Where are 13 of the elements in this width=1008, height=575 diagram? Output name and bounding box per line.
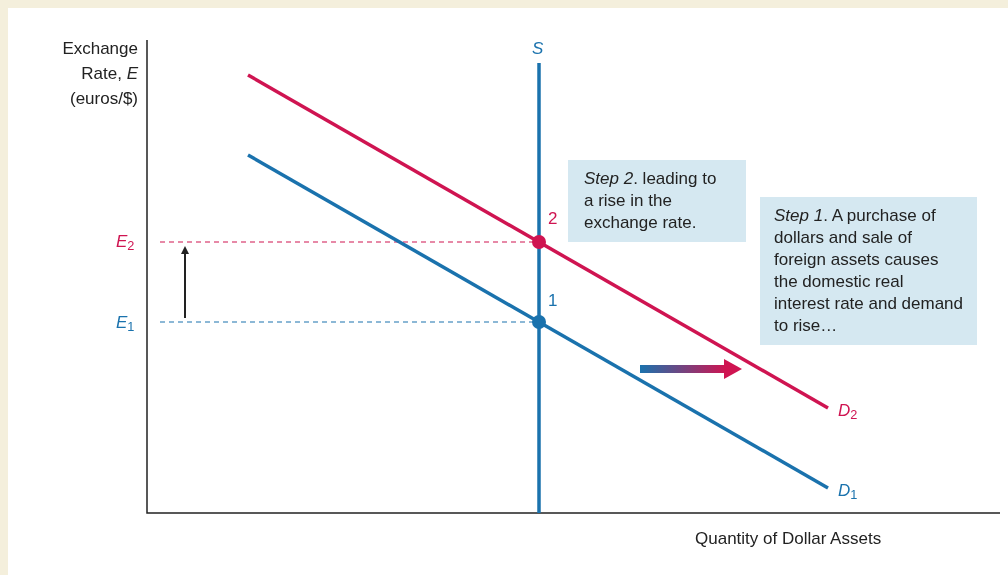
curve-label: S: [532, 38, 544, 60]
callout-text: Step 2. leading to a rise in the exchange rate.: [584, 168, 718, 234]
tick-label: E$_{1}$: [116, 312, 135, 336]
point-label: 2: [548, 208, 558, 230]
tick-label: E$_{2}$: [116, 231, 135, 255]
callout-box: [760, 197, 977, 345]
axis-title: Quantity of Dollar Assets: [695, 528, 882, 550]
callout-text: Step 1. A purchase of dollars and sale of foreign assets causes the domestic real interest rate and demand to rise…: [774, 205, 963, 337]
callout-box: [568, 160, 746, 242]
axis-title: Exchange Rate, E (euros/$): [61, 38, 138, 110]
point-label: 1: [548, 290, 558, 312]
curve-label: D$_{2}$: [838, 400, 858, 424]
curve-label: D$_{1}$: [838, 480, 858, 504]
